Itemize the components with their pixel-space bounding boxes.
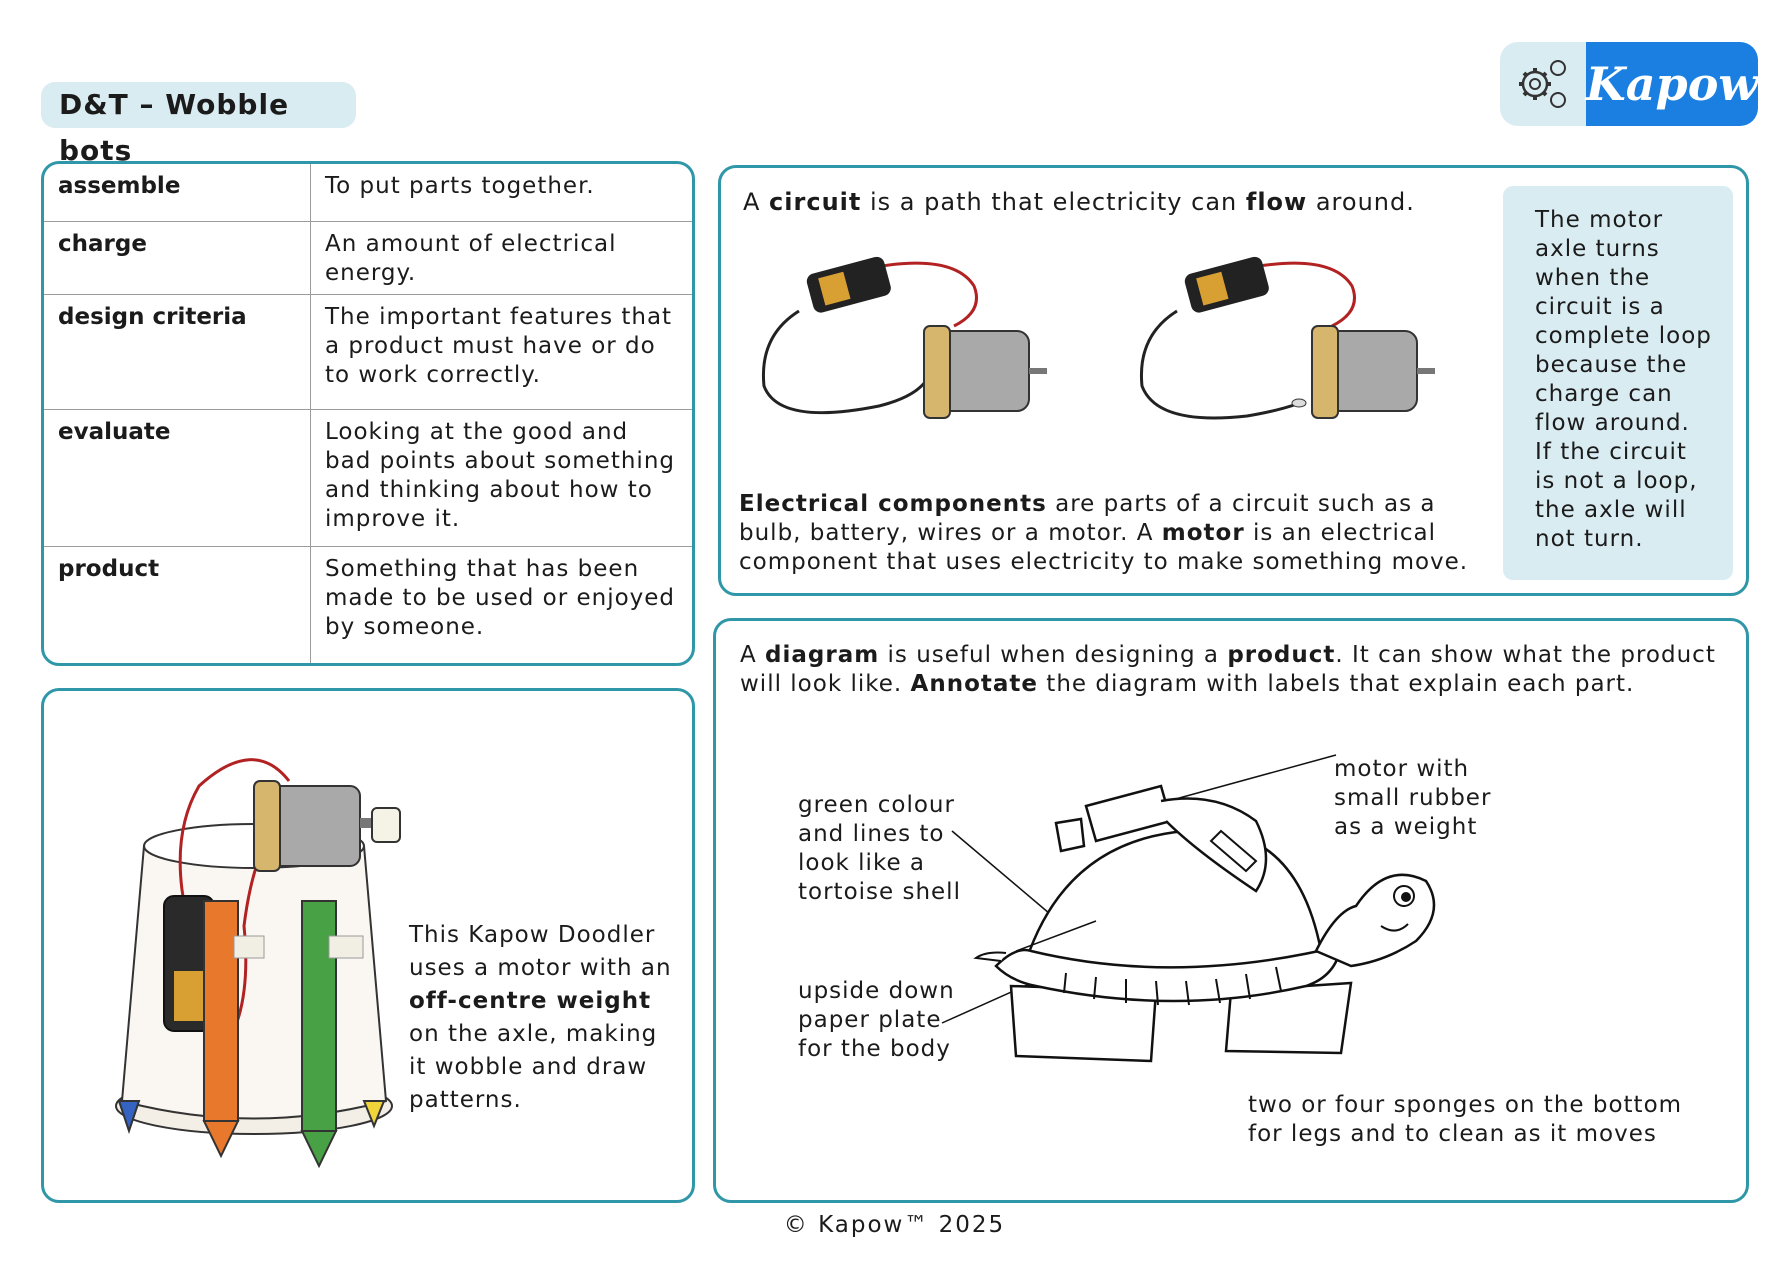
label-shell: green colour and lines to look like a to…	[798, 792, 961, 905]
circuit-desc-2: is an electrical component that uses ele…	[739, 520, 1469, 575]
diagram-intro-1: A	[740, 642, 766, 668]
diagram-intro-bold-2: product	[1227, 642, 1336, 668]
diagram-intro-4: the diagram with labels that explain eac…	[1037, 671, 1635, 697]
glossary-definition: Looking at the good and bad points about…	[310, 408, 692, 547]
diagram-intro-3: . It can show what the product will look…	[740, 642, 1716, 697]
gears-icon	[1500, 42, 1586, 126]
glossary-term: assemble	[44, 164, 311, 222]
circuit-intro-1: A	[743, 188, 770, 216]
table-row: evaluate Looking at the good and bad poi…	[44, 408, 692, 547]
footer-copyright: © Kapow™ 2025	[783, 1212, 1006, 1238]
diagram-intro-2: is useful when designing a	[879, 642, 1228, 668]
circuit-intro: A circuit is a path that electricity can…	[743, 188, 1415, 216]
circuit-intro-3: around.	[1307, 188, 1415, 216]
table-row: assemble To put parts together.	[44, 164, 692, 222]
circuit-desc-bold-1: Electrical components	[739, 491, 1047, 517]
circuit-desc-1: are parts of a circuit such as a bulb, b…	[739, 491, 1436, 546]
doodler-illustration	[115, 758, 401, 1169]
table-row: charge An amount of electrical energy.	[44, 220, 692, 295]
circuit-intro-bold-2: flow	[1245, 188, 1308, 216]
diagram-intro-bold-1: diagram	[765, 642, 880, 668]
motor-note-box: The motor axle turns when the circuit is…	[1503, 186, 1733, 580]
diagram-intro: A diagram is useful when designing a pro…	[740, 641, 1730, 699]
diagram-panel: A diagram is useful when designing a pro…	[713, 618, 1749, 1203]
doodler-panel: This Kapow Doodler uses a motor with an …	[41, 688, 695, 1203]
complete-circuit-illustration	[761, 256, 1047, 419]
circuit-panel: A circuit is a path that electricity can…	[718, 165, 1749, 596]
glossary-term: charge	[44, 220, 311, 295]
circuit-description: Electrical components are parts of a cir…	[739, 490, 1489, 577]
label-sponges: two or four sponges on the bottom for le…	[1248, 1092, 1683, 1147]
doodler-description: This Kapow Doodler uses a motor with an …	[409, 919, 679, 1117]
doodler-text-2: on the axle, making it wobble and draw p…	[409, 1021, 658, 1113]
glossary-definition: The important features that a product mu…	[310, 293, 692, 410]
kapow-logo: Kapow	[1500, 42, 1758, 126]
diagram-intro-bold-3: Annotate	[910, 671, 1038, 697]
doodler-text-1: This Kapow Doodler uses a motor with an	[409, 922, 672, 981]
glossary-term: design criteria	[44, 293, 311, 410]
table-row: design criteria The important features t…	[44, 293, 692, 410]
table-row: product Something that has been made to …	[44, 545, 692, 663]
glossary-definition: To put parts together.	[310, 164, 692, 222]
brand-name: Kapow	[1585, 42, 1758, 126]
page-title: D&T – Wobble bots	[41, 82, 356, 167]
label-motor: motor with small rubber as a weight	[1334, 756, 1492, 840]
glossary-panel: assemble To put parts together. charge A…	[41, 161, 695, 666]
glossary-term: evaluate	[44, 408, 311, 547]
glossary-table: assemble To put parts together. charge A…	[44, 164, 692, 663]
broken-circuit-illustration	[1139, 256, 1435, 420]
circuit-intro-bold-1: circuit	[769, 188, 862, 216]
doodler-bold-1: off-centre weight	[409, 988, 652, 1014]
tortoise-diagram	[941, 754, 1436, 1063]
circuit-desc-bold-2: motor	[1161, 520, 1245, 546]
glossary-term: product	[44, 545, 311, 663]
glossary-definition: An amount of electrical energy.	[310, 220, 692, 295]
glossary-definition: Something that has been made to be used …	[310, 545, 692, 663]
circuit-intro-2: is a path that electricity can	[861, 188, 1246, 216]
label-plate: upside down paper plate for the body	[798, 978, 955, 1062]
